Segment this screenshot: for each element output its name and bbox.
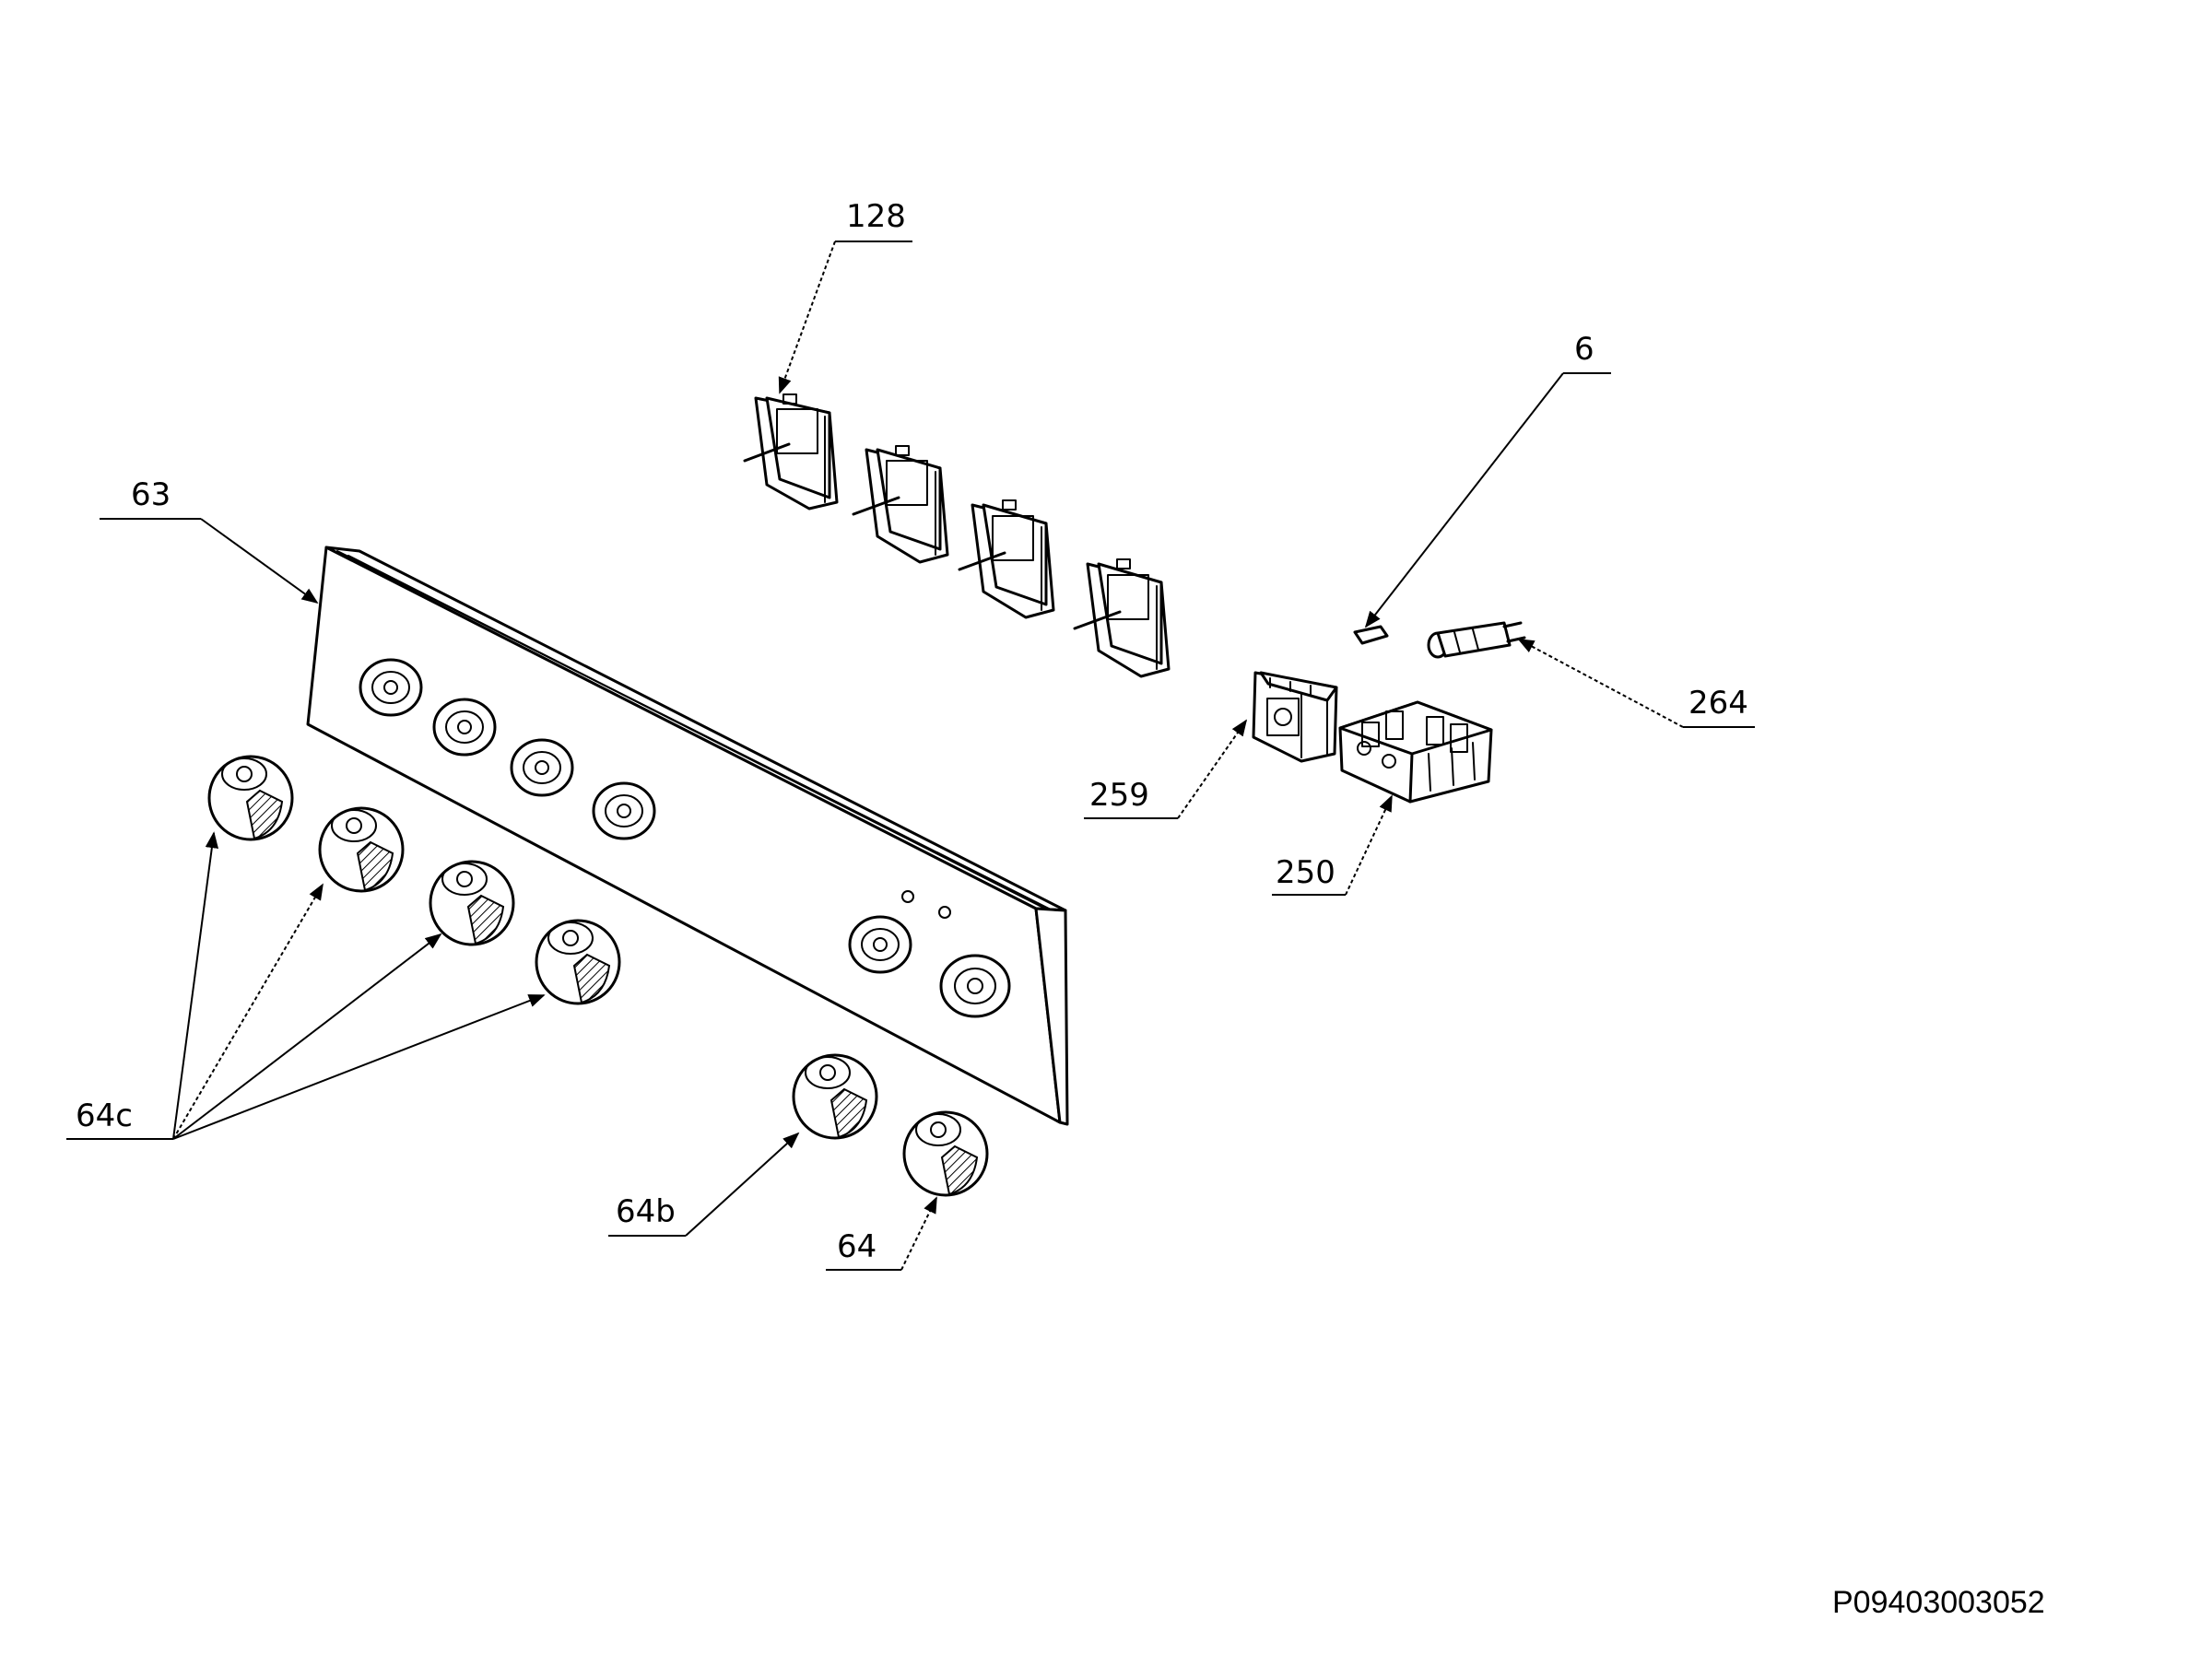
panel-knob-hole (359, 658, 423, 717)
label-128: 128 (846, 198, 906, 235)
switch-128 (1073, 558, 1171, 678)
label-259: 259 (1089, 777, 1149, 814)
indicator-lamp-hole (901, 890, 914, 903)
terminal-block-250 (1338, 700, 1493, 804)
panel-knob-hole (848, 915, 912, 974)
switch-128 (743, 393, 839, 511)
knob-64c (535, 919, 621, 1005)
selector-switch-259 (1252, 671, 1338, 763)
label-64: 64 (837, 1228, 877, 1265)
label-264: 264 (1688, 685, 1748, 722)
lamp-264 (1427, 621, 1526, 659)
label-250: 250 (1276, 854, 1335, 891)
clip-6 (1353, 625, 1389, 645)
knob-64c (429, 860, 515, 946)
label-6: 6 (1574, 331, 1594, 368)
panel-knob-hole (939, 954, 1011, 1018)
indicator-lamp-hole (938, 906, 951, 919)
switch-128 (958, 499, 1055, 619)
leader-lines (66, 241, 1755, 1271)
panel-knob-hole (592, 781, 656, 840)
label-64c: 64c (76, 1097, 133, 1134)
knob-64c (318, 806, 405, 893)
panel-knob-hole (510, 738, 574, 797)
switch-128 (852, 445, 949, 564)
label-63: 63 (131, 476, 171, 513)
knob-64 (902, 1110, 989, 1197)
panel-knob-hole (432, 698, 497, 757)
control-panel-63 (306, 546, 1069, 1126)
knob-64b (792, 1053, 878, 1140)
knob-64c (207, 755, 294, 841)
document-id: P09403003052 (1832, 1585, 2045, 1620)
label-64b: 64b (616, 1193, 676, 1230)
